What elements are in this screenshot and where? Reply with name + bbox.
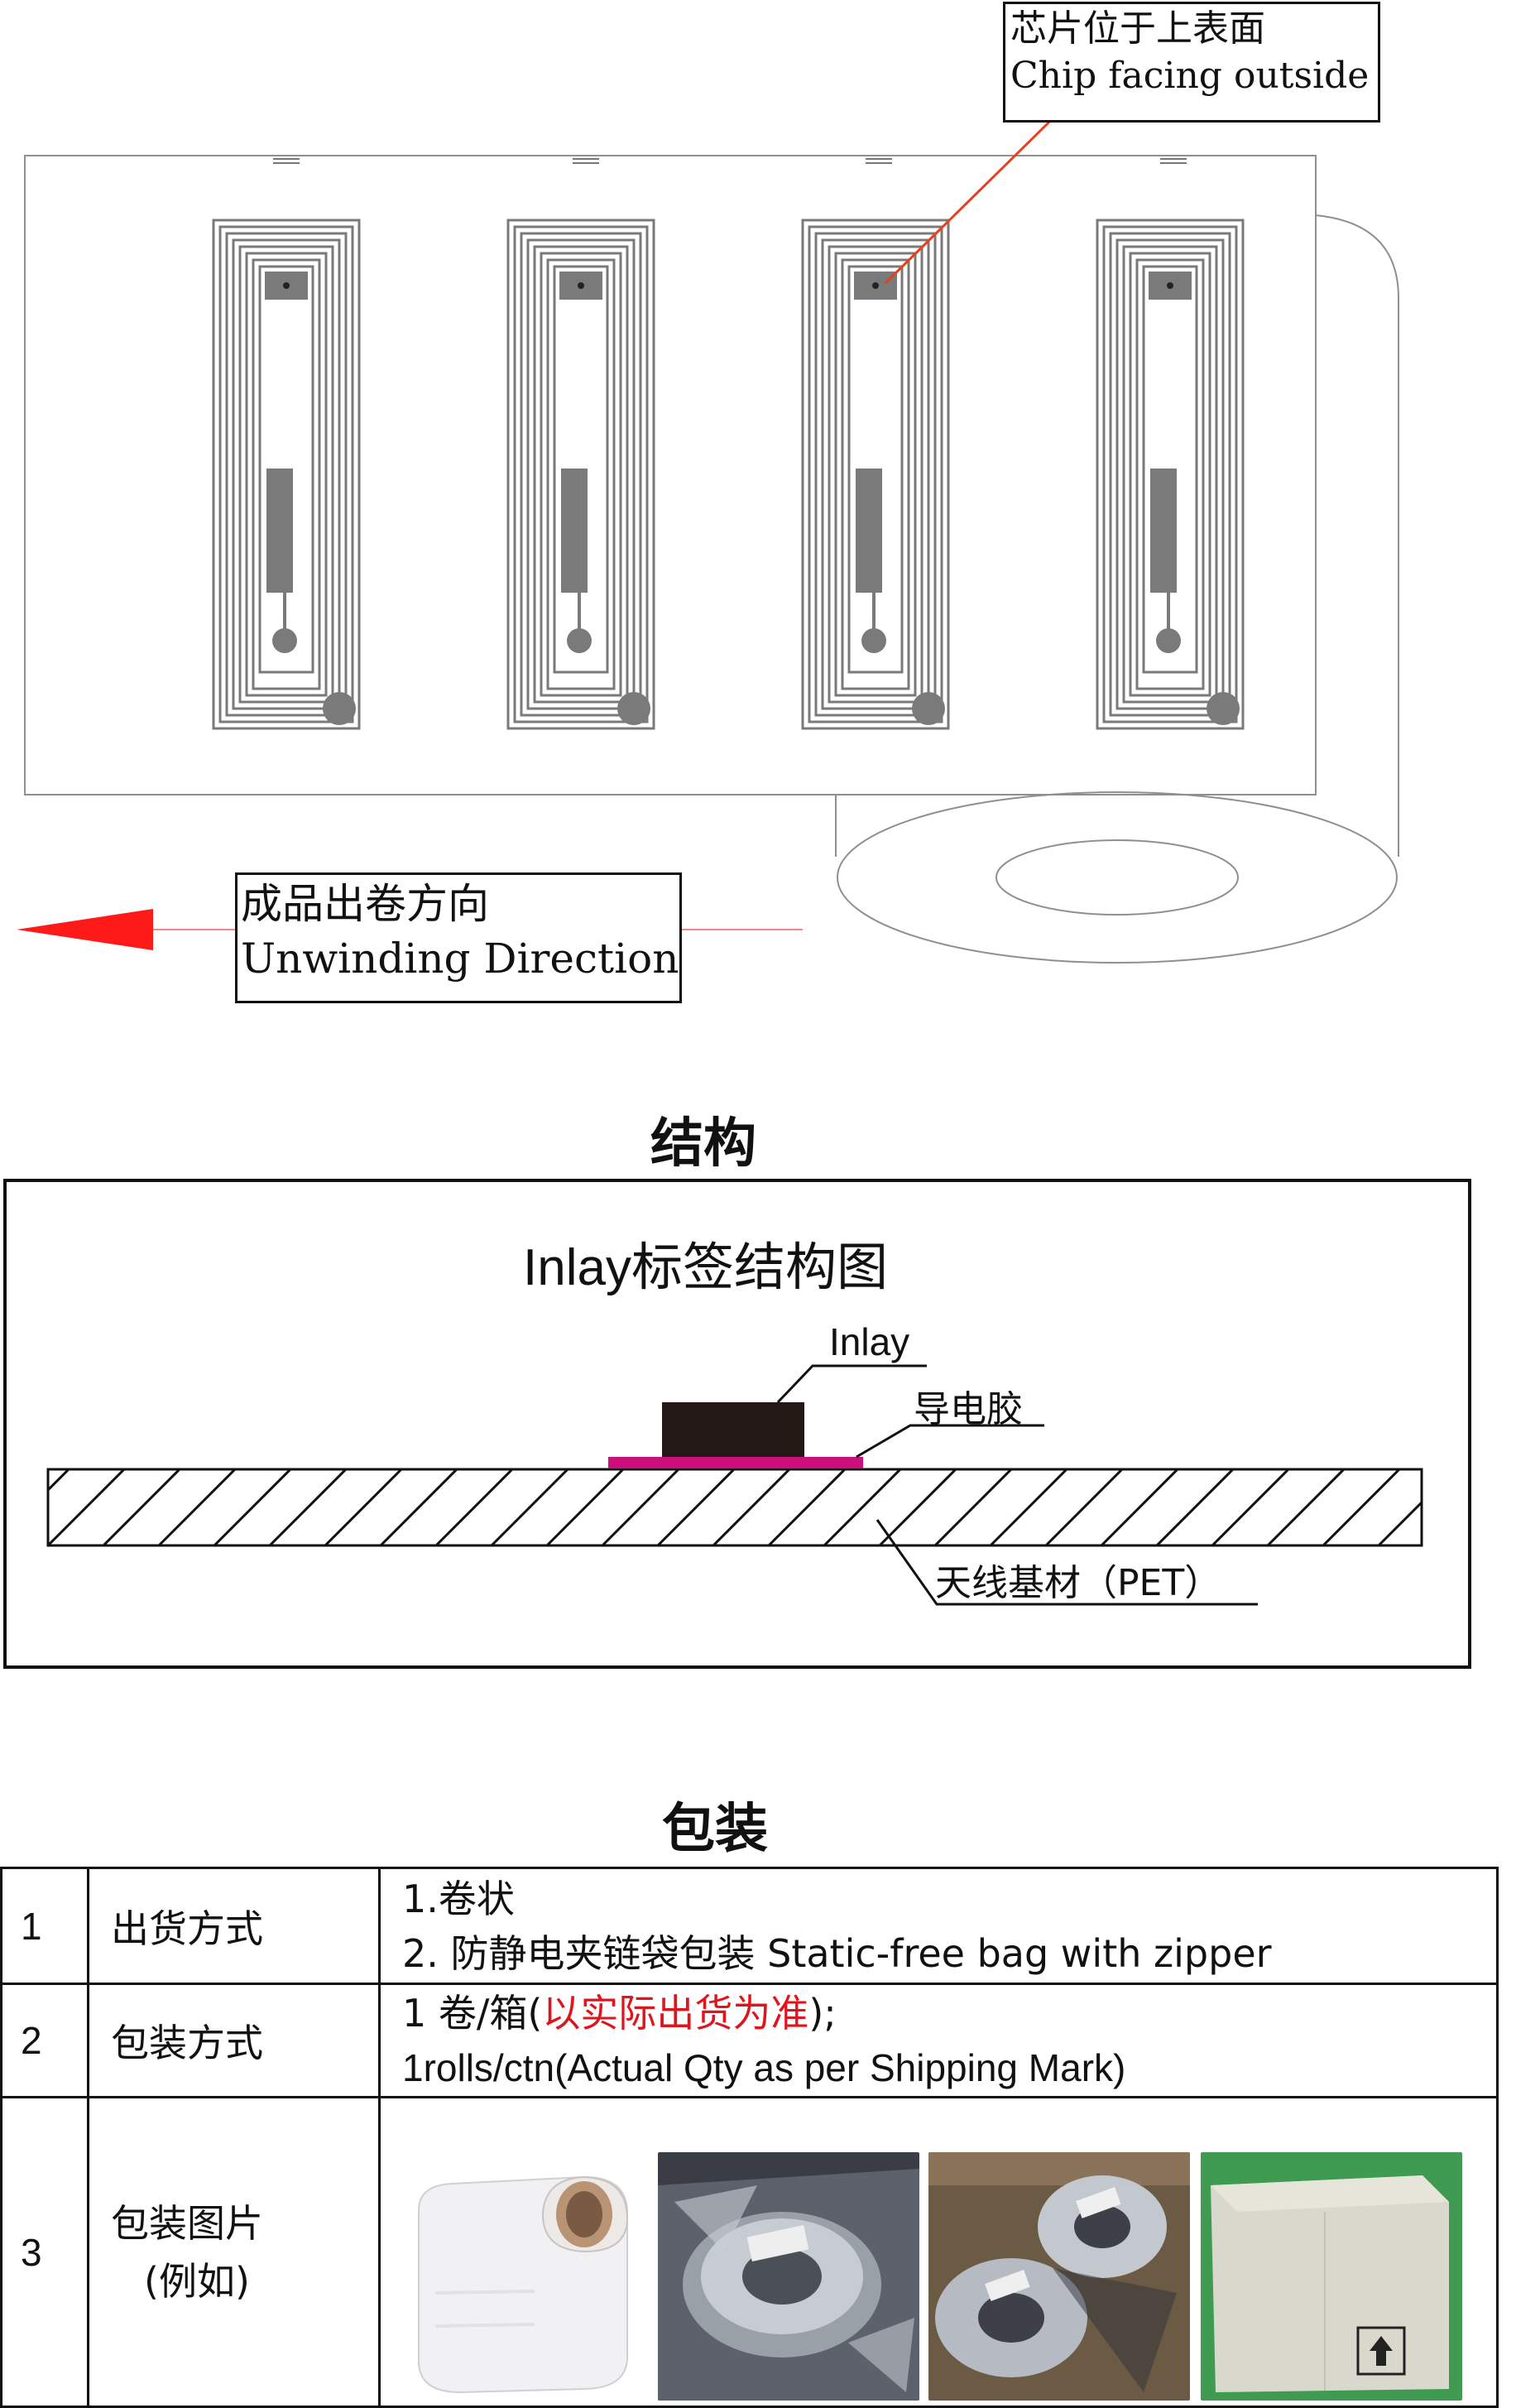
conductive-adhesive: [608, 1457, 863, 1468]
label-pet-substrate: 天线基材（PET）: [935, 1562, 1221, 1604]
structure-diagram-title: Inlay标签结构图: [523, 1239, 888, 1296]
unwind-arrow-icon: [17, 909, 153, 950]
direction-callout-cn: 成品出卷方向: [241, 880, 489, 928]
label-conductive-adhesive: 导电胶: [914, 1388, 1023, 1430]
row-content: 1 卷/箱(以实际出货为准); 1rolls/ctn(Actual Qty as…: [378, 1983, 1499, 2098]
shipping-form-line2: 2. 防静电夹链袋包装 Static-free bag with zipper: [402, 1930, 1272, 1976]
row-number: 3: [0, 2096, 89, 2408]
roll-outline: [24, 155, 1399, 964]
inlay-leader: [776, 1364, 927, 1404]
chip-callout-en: Chip facing outside: [1010, 55, 1370, 97]
photos-title: 包装图片: [111, 2200, 263, 2246]
direction-callout: 成品出卷方向 Unwinding Direction: [235, 872, 682, 1003]
direction-callout-en: Unwinding Direction: [241, 935, 679, 983]
packaging-heading: 包装: [662, 1799, 768, 1860]
antenna-tag-3: [801, 219, 950, 730]
photo-bagged-rolls: [658, 2152, 919, 2401]
structure-heading: 结构: [650, 1113, 756, 1175]
photo-shipping-carton: [1201, 2152, 1462, 2401]
photo-rolls-in-carton: [928, 2152, 1190, 2401]
adhesive-leader: [856, 1424, 1044, 1459]
inlay-chip: [662, 1402, 804, 1457]
table-row: 1 出货方式 1.卷状 2. 防静电夹链袋包装 Static-free bag …: [0, 1867, 1499, 1985]
row-title: 包装方式: [87, 1983, 381, 2098]
up-arrow-icon: [1370, 2336, 1393, 2366]
packing-note-red: 以实际出货为准: [542, 1991, 809, 2036]
roll-diagram: [17, 84, 1399, 964]
antenna-tag-1: [212, 219, 361, 730]
photo-label-roll: [386, 2152, 649, 2401]
shipping-form-line1: 1.卷状: [402, 1876, 515, 1921]
structure-cross-section: [46, 1364, 1423, 1606]
row-title: 出货方式: [87, 1867, 381, 1985]
packing-line2: 1rolls/ctn(Actual Qty as per Shipping Ma…: [402, 2046, 1126, 2089]
chip-callout-cn: 芯片位于上表面: [1010, 7, 1265, 50]
chip-callout: 芯片位于上表面 Chip facing outside: [1003, 2, 1380, 123]
row-number: 1: [0, 1867, 89, 1985]
substrate-leader: [876, 1519, 1258, 1606]
row-content: 1.卷状 2. 防静电夹链袋包装 Static-free bag with zi…: [378, 1867, 1499, 1985]
photos-title-sub: (例如): [144, 2258, 250, 2304]
antenna-tag-2: [506, 219, 655, 730]
pet-substrate: [48, 1469, 1422, 1545]
table-row: 2 包装方式 1 卷/箱(以实际出货为准); 1rolls/ctn(Actual…: [0, 1983, 1499, 2098]
packing-line1-prefix: 1 卷/箱(: [402, 1991, 543, 2036]
label-inlay: Inlay: [829, 1320, 910, 1363]
row-title: 包装图片 (例如): [87, 2096, 381, 2408]
packing-line1-suffix: );: [808, 1991, 837, 2036]
packing-line1: 1 卷/箱(以实际出货为准);: [402, 1986, 1495, 2040]
antenna-tag-4: [1096, 219, 1245, 730]
row-number: 2: [0, 1983, 89, 2098]
tag-index-marks: [273, 158, 1187, 164]
